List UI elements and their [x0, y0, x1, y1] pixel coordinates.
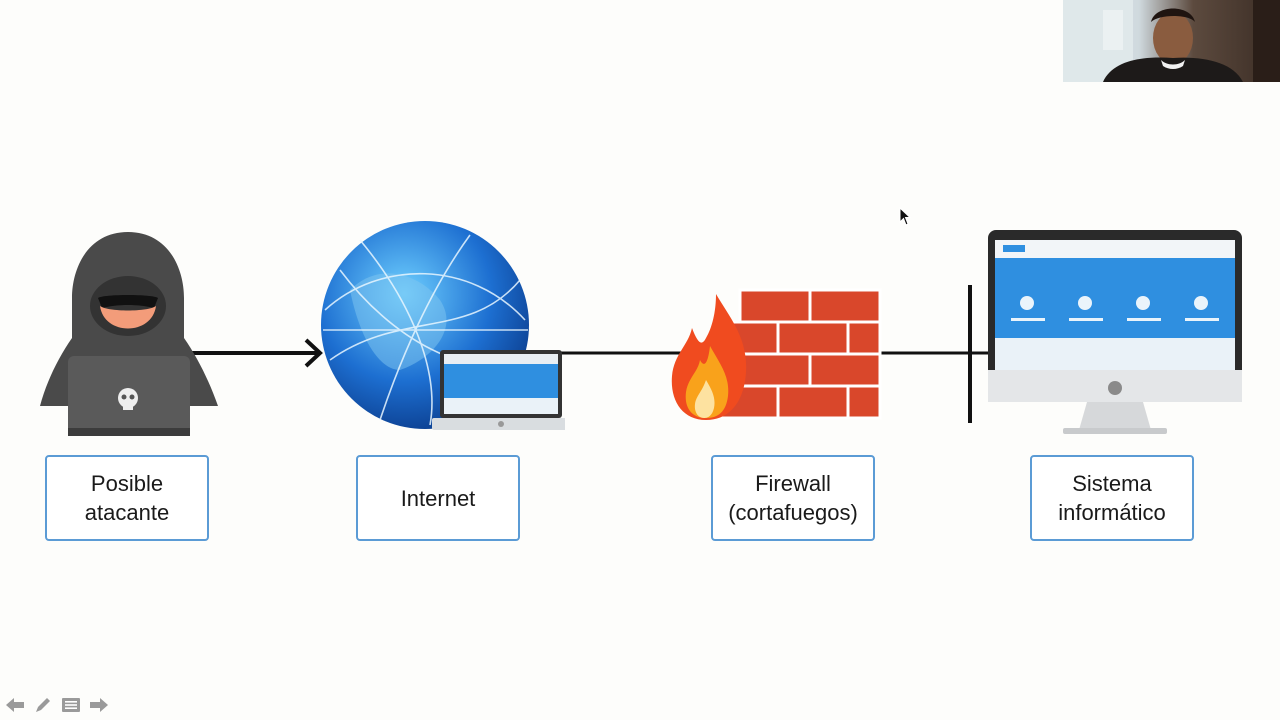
attack-arrow-head	[304, 338, 323, 368]
presenter-video	[1063, 0, 1280, 82]
pen-tool-button[interactable]	[32, 694, 54, 716]
system-label: Sistema informático	[1058, 471, 1166, 525]
presentation-controls	[4, 694, 110, 718]
hacker-icon	[40, 232, 218, 436]
menu-icon	[62, 698, 80, 712]
firewall-label-box: Firewall (cortafuegos)	[711, 455, 875, 541]
firewall-icon	[671, 288, 882, 420]
previous-slide-button[interactable]	[4, 694, 26, 716]
next-slide-button[interactable]	[88, 694, 110, 716]
internet-label-box: Internet	[356, 455, 520, 541]
webcam-overlay	[1063, 0, 1280, 82]
internet-label: Internet	[400, 485, 476, 511]
mouse-cursor-icon	[899, 207, 912, 226]
attacker-label: Posible atacante	[84, 471, 170, 525]
arrow-right-icon	[90, 698, 108, 712]
pen-icon	[36, 698, 50, 712]
globe-icon	[321, 221, 565, 430]
system-label-box: Sistema informático	[1030, 455, 1194, 541]
firewall-label: Firewall (cortafuegos)	[728, 471, 858, 525]
slide-menu-button[interactable]	[60, 694, 82, 716]
arrow-left-icon	[6, 698, 24, 712]
desktop-computer-icon	[988, 230, 1242, 434]
attacker-label-box: Posible atacante	[45, 455, 209, 541]
